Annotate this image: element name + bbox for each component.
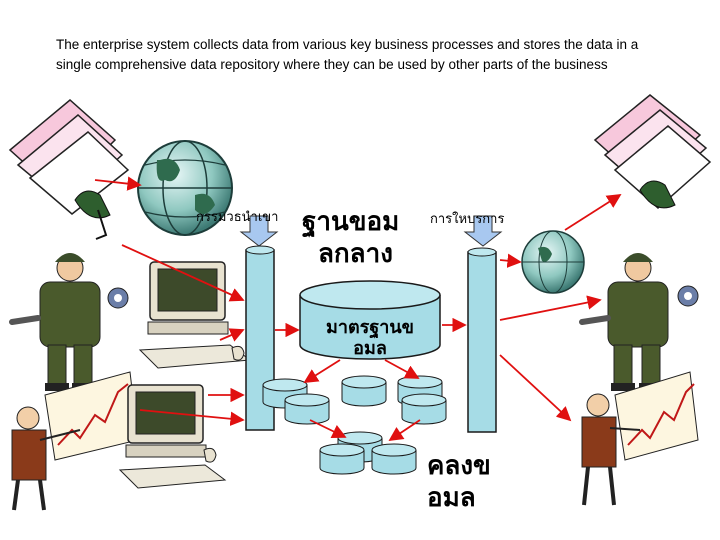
computer-clipart-top: [138, 261, 252, 369]
input-down-arrow: [239, 215, 279, 247]
label-standard-data-line2: อมล: [353, 338, 387, 358]
label-standard-data-line1: มาตรฐานข: [326, 317, 414, 337]
arrow-mart2-to-mart6: [309, 419, 347, 438]
arrow-cylinder-to-mart4: [384, 359, 420, 379]
label-central-db-line2: ลกลาง: [318, 238, 393, 268]
right-pillar: [467, 247, 497, 433]
label-central-db-line1: ฐานขอม: [302, 206, 400, 236]
service-up-arrow: [463, 215, 503, 247]
arrow-mart5-to-mart8: [388, 419, 421, 441]
data-mart-cylinder-5: [401, 393, 447, 425]
presenter-clipart-left: [11, 371, 139, 511]
label-input-process: กรรมวธนำเขา: [196, 209, 279, 224]
presenter-clipart-right: [581, 371, 699, 506]
computer-clipart-bottom: [118, 384, 227, 489]
data-mart-cylinder-8: [371, 443, 417, 475]
arrow-cylinder-to-mart1: [303, 359, 341, 383]
arrow-pillar-to-globe: [499, 253, 522, 268]
documents-clipart-right: [593, 94, 712, 210]
intro-text: The enterprise system collects data from…: [56, 37, 639, 72]
arrow-mechanic-to-pillar: [121, 244, 245, 302]
label-warehouse-line1: คลงข: [427, 450, 491, 480]
arrow-computer-to-pillar: [219, 328, 245, 342]
label-service: การใหบรการ: [430, 211, 505, 226]
mechanic-clipart-right: [579, 253, 699, 391]
data-mart-cylinder-2: [284, 393, 330, 425]
central-database-cylinder: [299, 280, 441, 360]
arrow-globe-to-documents: [564, 194, 622, 231]
label-warehouse-line2: อมล: [427, 482, 476, 512]
mechanic-clipart-left: [9, 253, 129, 391]
arrow-presenter-to-pillar: [139, 409, 245, 426]
arrow-documents-to-globe: [94, 176, 142, 191]
data-mart-cylinder-7: [319, 443, 365, 475]
documents-clipart-left: [8, 99, 130, 240]
data-mart-cylinder-3: [341, 375, 387, 407]
globe-clipart-right: [521, 230, 585, 294]
arrow-pillar-to-mechanic: [499, 295, 602, 321]
arrow-pillar-to-presenter: [499, 354, 572, 422]
